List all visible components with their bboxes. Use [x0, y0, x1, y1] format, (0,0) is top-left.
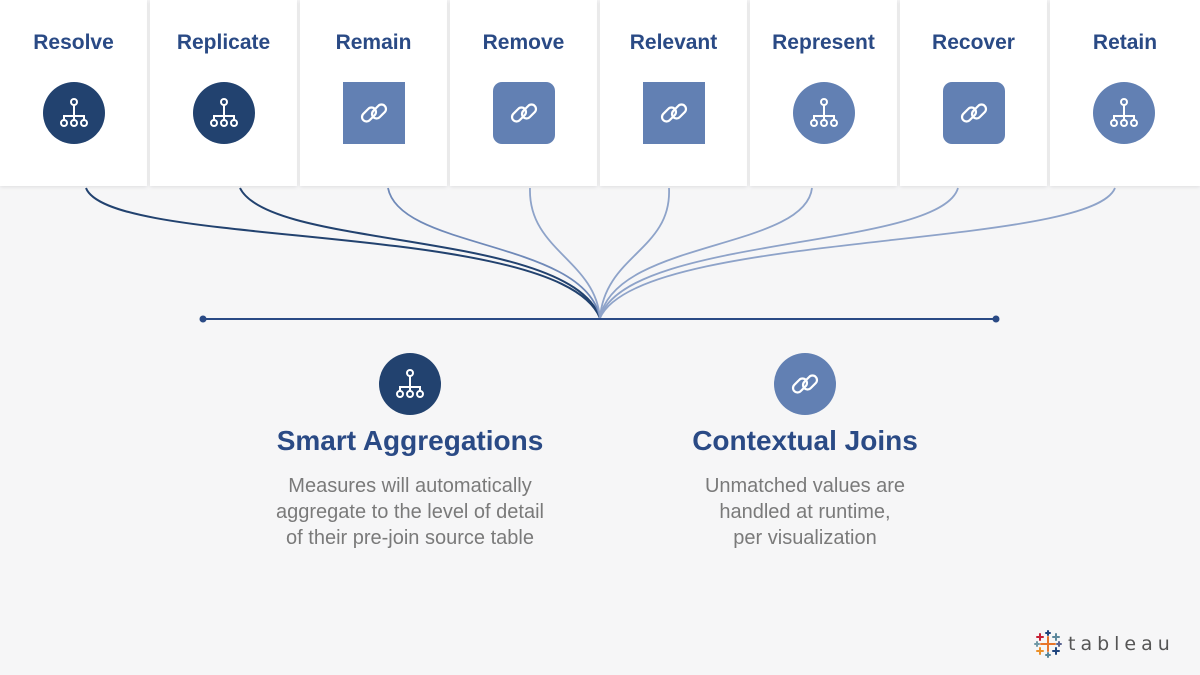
card-title: Remain [335, 31, 412, 54]
tableau-logo-text: tableau [1068, 633, 1175, 655]
feature-title-contextual-joins: Contextual Joins [692, 425, 918, 456]
hierarchy-icon [793, 82, 855, 144]
card-recover: Recover [900, 0, 1047, 186]
card-relevant: Relevant [600, 0, 747, 186]
card-title: Resolve [33, 31, 114, 54]
connector-represent [599, 187, 813, 319]
link-icon [774, 353, 836, 415]
description-line: handled at runtime, [719, 501, 891, 523]
connector-remain [387, 187, 601, 319]
merge-bar-left-dot [199, 315, 207, 323]
card-title: Relevant [629, 31, 718, 54]
description-line: Unmatched values are [704, 475, 906, 497]
connector-recover [599, 187, 959, 319]
hierarchy-icon [193, 82, 255, 144]
tableau-logo: tableau [1034, 629, 1175, 659]
hierarchy-icon [379, 353, 441, 415]
connector-resolve [85, 187, 601, 319]
card-title: Replicate [176, 31, 271, 54]
description-line: per visualization [733, 527, 877, 549]
card-resolve: Resolve [0, 0, 147, 186]
card-title: Recover [932, 31, 1015, 54]
link-icon [493, 82, 555, 144]
description-line: Measures will automatically [288, 475, 532, 497]
card-represent: Represent [750, 0, 897, 186]
card-remove: Remove [450, 0, 597, 186]
card-remain: Remain [300, 0, 447, 186]
description-line: aggregate to the level of detail [276, 501, 544, 523]
tableau-cross-icon [1034, 630, 1062, 658]
link-icon [643, 82, 705, 144]
connector-remove [529, 187, 601, 319]
connector-retain [599, 187, 1116, 319]
description-line: of their pre-join source table [286, 527, 534, 549]
concept-cards: Resolve Replicate Remain Remove Relevant… [0, 0, 1200, 188]
link-icon [943, 82, 1005, 144]
card-replicate: Replicate [150, 0, 297, 186]
card-retain: Retain [1050, 0, 1200, 186]
card-title: Retain [1092, 31, 1158, 54]
link-icon [343, 82, 405, 144]
connector-relevant [599, 187, 670, 319]
card-title: Remove [482, 31, 565, 54]
feature-title-smart-aggregations: Smart Aggregations [276, 425, 544, 456]
hierarchy-icon [43, 82, 105, 144]
connector-replicate [239, 187, 601, 319]
merge-bar-right-dot [992, 315, 1000, 323]
card-title: Represent [772, 31, 875, 54]
feature-description-contextual-joins: Unmatched values are handled at runtime,… [595, 473, 1015, 551]
feature-description-smart-aggregations: Measures will automatically aggregate to… [200, 473, 620, 551]
hierarchy-icon [1093, 82, 1155, 144]
